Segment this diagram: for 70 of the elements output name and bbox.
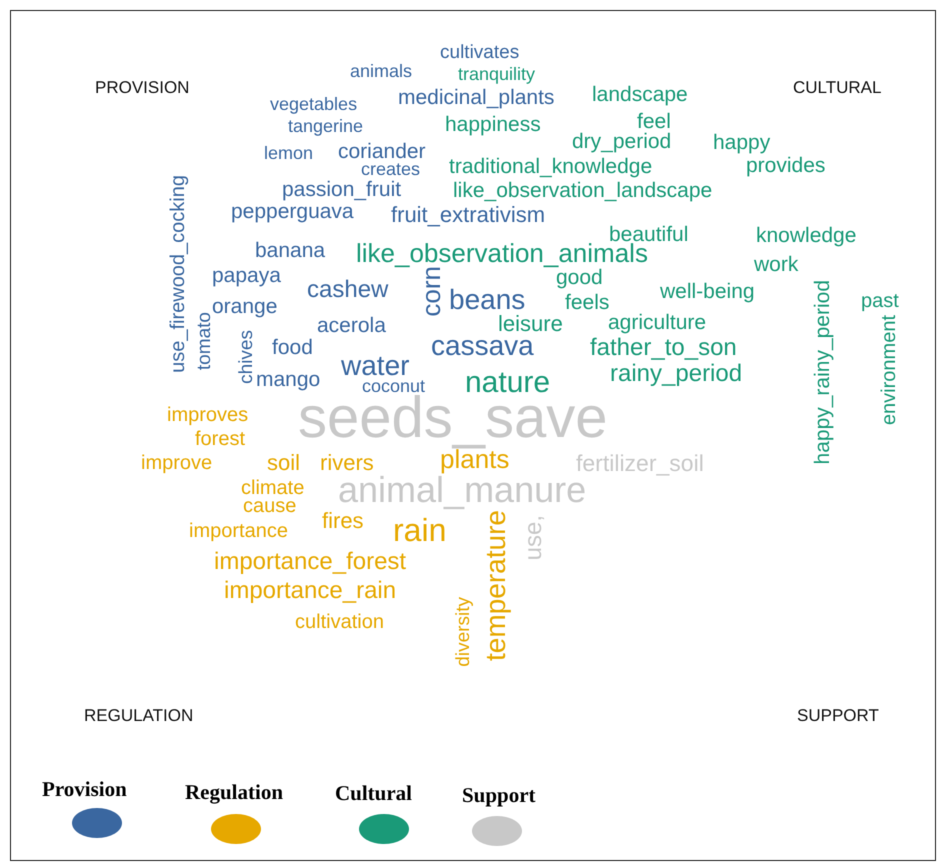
cloud-word: tangerine: [288, 117, 364, 135]
cloud-word: climate: [241, 478, 304, 498]
cloud-word: corn: [418, 266, 444, 317]
cloud-word: nature: [465, 368, 550, 398]
cloud-word: dry_period: [572, 130, 672, 152]
cloud-word: improve: [141, 453, 212, 473]
cloud-word: cause: [243, 496, 296, 516]
cloud-word: good: [556, 266, 603, 288]
cloud-word: water: [341, 352, 410, 380]
cloud-word: importance: [189, 521, 288, 541]
cloud-word: improves: [167, 405, 248, 425]
cloud-word: landscape: [592, 84, 688, 104]
cloud-word: orange: [212, 296, 278, 316]
legend-label: Regulation: [185, 782, 284, 803]
quadrant-label: CULTURAL: [793, 78, 882, 96]
cloud-word: work: [754, 254, 798, 274]
cloud-word: feel: [637, 110, 671, 132]
cloud-word: rain: [393, 514, 446, 546]
cloud-word: vegetables: [270, 95, 358, 113]
cloud-word: fruit_extrativism: [391, 204, 546, 226]
cloud-word: soil: [267, 452, 300, 474]
cloud-word: medicinal_plants: [398, 86, 554, 108]
cloud-word: forest: [195, 429, 246, 449]
cloud-word: knowledge: [756, 224, 856, 246]
legend-label: Provision: [42, 779, 127, 800]
cloud-word: tomato: [194, 312, 214, 370]
cloud-word: past: [861, 291, 899, 311]
quadrant-label: REGULATION: [84, 706, 194, 724]
cloud-word: father_to_son: [590, 336, 737, 360]
cloud-word: food: [272, 336, 313, 358]
cloud-word: chives: [236, 330, 256, 384]
quadrant-label: PROVISION: [95, 78, 190, 96]
cloud-word: tranquility: [458, 65, 536, 83]
cloud-word: rainy_period: [610, 362, 742, 386]
cloud-word: banana: [255, 240, 326, 260]
quadrant-label: SUPPORT: [797, 706, 879, 724]
cloud-word: importance_forest: [214, 550, 406, 574]
cloud-word: feels: [565, 292, 610, 312]
cloud-word: environment: [879, 315, 899, 426]
cloud-word: passion_fruit: [282, 178, 402, 200]
cloud-word: provides: [746, 154, 826, 176]
cloud-word: like_observation_landscape: [453, 180, 712, 200]
cloud-word: well-being: [660, 280, 755, 302]
legend-label: Cultural: [335, 783, 412, 804]
cloud-word: traditional_knowledge: [449, 156, 652, 176]
cloud-word: cultivation: [295, 612, 384, 632]
cloud-word: rivers: [320, 452, 374, 474]
cloud-word: diversity: [454, 597, 472, 667]
cloud-word: temperature: [482, 510, 510, 661]
cloud-word: creates: [361, 160, 420, 178]
cloud-word: beans: [449, 286, 526, 314]
cloud-word: happiness: [445, 114, 541, 134]
cloud-word: fires: [322, 510, 364, 532]
cloud-word: agriculture: [608, 312, 706, 332]
cloud-word: happy_rainy_period: [812, 280, 832, 464]
cloud-word: lemon: [264, 144, 314, 162]
cloud-word: pepperguava: [231, 200, 354, 222]
cloud-word: papaya: [212, 264, 281, 286]
cloud-word: importance_rain: [224, 579, 396, 603]
cloud-word: leisure: [498, 313, 563, 335]
cloud-word: animals: [350, 62, 412, 80]
cloud-word: mango: [256, 368, 320, 390]
cloud-word: cashew: [307, 278, 388, 302]
legend-label: Support: [462, 785, 536, 806]
cloud-word: acerola: [317, 314, 386, 336]
cloud-word: happy: [713, 132, 770, 152]
cloud-word: cassava: [431, 332, 534, 360]
cloud-word: use_firewood_cocking: [168, 175, 188, 373]
cloud-word: coriander: [338, 140, 426, 162]
cloud-word: cultivates: [440, 42, 520, 62]
